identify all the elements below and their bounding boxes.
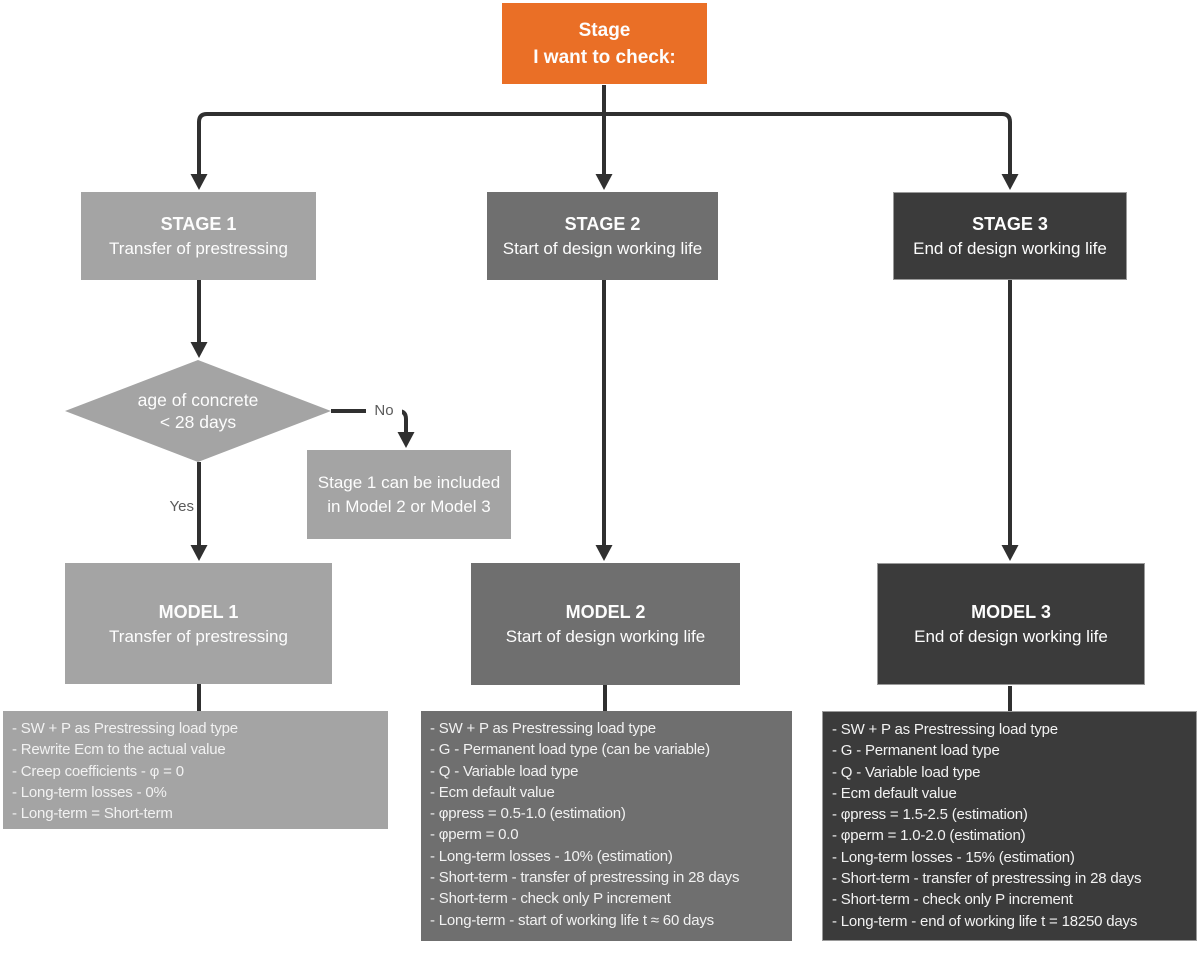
detail-item: - Q - Variable load type: [430, 762, 579, 780]
model-1-subtitle: Transfer of prestressing: [109, 626, 288, 646]
root-box-line1: Stage: [578, 19, 631, 41]
detail-item: - Long-term - start of working life t ≈ …: [430, 911, 714, 929]
decision-line1: age of concrete: [137, 390, 259, 410]
model-3-box: MODEL 3 End of design working life: [877, 563, 1145, 685]
detail-item: - Short-term - check only P increment: [430, 890, 671, 908]
detail-item: - Long-term losses - 10% (estimation): [430, 847, 673, 865]
detail-item: - SW + P as Prestressing load type: [832, 721, 1058, 738]
detail-item: - Rewrite Ecm to the actual value: [12, 741, 226, 759]
no-label: No: [366, 402, 402, 420]
arrowhead-stage2: [595, 174, 613, 190]
arrowhead-model2: [595, 545, 613, 561]
detail-item: - φperm = 1.0-2.0 (estimation): [832, 827, 1026, 845]
stage-1-subtitle: Transfer of prestressing: [109, 239, 288, 258]
stage-1-box: STAGE 1 Transfer of prestressing: [81, 192, 316, 280]
note-line2: in Model 2 or Model 3: [327, 496, 491, 516]
stage-3-box: STAGE 3 End of design working life: [893, 192, 1127, 280]
stage-2-title: STAGE 2: [564, 214, 641, 234]
detail-item: - SW + P as Prestressing load type: [430, 720, 656, 737]
detail-item: - φpress = 1.5-2.5 (estimation): [832, 806, 1028, 824]
detail-item: - SW + P as Prestressing load type: [12, 720, 238, 737]
arrowhead-stage1: [190, 174, 208, 190]
connector-root-branches: [197, 112, 1012, 176]
detail-item: - Creep coefficients - φ = 0: [12, 762, 184, 780]
detail-item: - Ecm default value: [430, 783, 555, 801]
detail-item: - G - Permanent load type: [832, 742, 1000, 760]
stage1-inclusion-note-box: Stage 1 can be included in Model 2 or Mo…: [307, 450, 511, 539]
model-3-title: MODEL 3: [971, 602, 1051, 622]
stage-2-subtitle: Start of design working life: [502, 239, 703, 258]
model-1-details-box: - SW + P as Prestressing load type - Rewr…: [3, 711, 388, 829]
model-3-subtitle: End of design working life: [914, 627, 1108, 646]
arrowhead-notebox: [397, 432, 415, 448]
detail-item: - Q - Variable load type: [832, 763, 981, 781]
arrowhead-stage3: [1001, 174, 1019, 190]
detail-item: - Long-term losses - 15% (estimation): [832, 848, 1075, 866]
detail-item: - φperm = 0.0: [430, 826, 519, 844]
model-2-title: MODEL 2: [565, 602, 646, 622]
model-2-details-box: - SW + P as Prestressing load type - G - …: [421, 711, 792, 941]
detail-item: - Long-term - end of working life t = 18…: [832, 912, 1138, 930]
decision-diamond: age of concrete < 28 days: [65, 360, 331, 462]
detail-item: - Long-term losses - 0%: [12, 783, 167, 801]
model-2-box: MODEL 2 Start of design working life: [471, 563, 740, 685]
arrowhead-model3: [1001, 545, 1019, 561]
arrowhead-diamond: [190, 342, 208, 358]
detail-item: - Short-term - check only P increment: [832, 891, 1073, 909]
model-2-subtitle: Start of design working life: [505, 627, 706, 646]
stage-1-title: STAGE 1: [160, 214, 237, 234]
decision-line2: < 28 days: [159, 412, 237, 432]
arrowhead-model1: [190, 545, 208, 561]
stage-3-title: STAGE 3: [972, 214, 1048, 234]
yes-label: Yes: [169, 498, 194, 515]
root-stage-box: Stage I want to check:: [502, 3, 707, 84]
detail-item: - G - Permanent load type (can be variab…: [430, 741, 710, 759]
model-3-details-box: - SW + P as Prestressing load type - G - …: [822, 711, 1197, 941]
root-box-line2: I want to check:: [533, 46, 676, 68]
stage-2-box: STAGE 2 Start of design working life: [487, 192, 718, 280]
detail-item: - Short-term - transfer of prestressing …: [430, 869, 740, 887]
model-1-box: MODEL 1 Transfer of prestressing: [65, 563, 332, 684]
stage-3-subtitle: End of design working life: [913, 239, 1107, 258]
detail-item: - φpress = 0.5-1.0 (estimation): [430, 805, 626, 823]
model-1-title: MODEL 1: [158, 601, 239, 622]
detail-item: - Short-term - transfer of prestressing …: [832, 870, 1142, 888]
note-line1: Stage 1 can be included: [317, 472, 501, 492]
detail-item: - Ecm default value: [832, 784, 957, 802]
detail-item: - Long-term = Short-term: [12, 805, 173, 823]
